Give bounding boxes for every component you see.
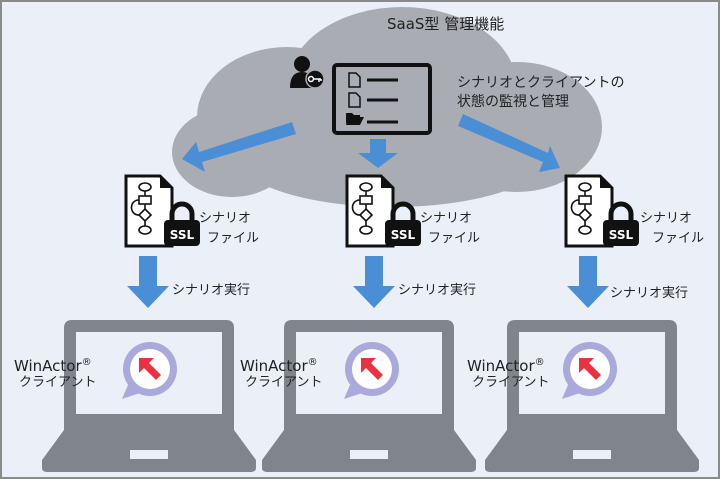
client-role: クライアント — [245, 375, 323, 390]
client-name-text: WinActor — [467, 357, 535, 375]
scenario-exec-label: シナリオ実行 — [398, 283, 477, 298]
scenario-file-label-line1: シナリオ — [199, 211, 252, 226]
cloud-title: SaaS型 管理機能 — [387, 15, 505, 33]
client-name: WinActor® — [240, 354, 318, 375]
monitor-label-line1: シナリオとクライアントの — [457, 75, 625, 91]
scenario-file-label-line2: ファイル — [428, 231, 481, 246]
arrow-to-center-node — [358, 139, 398, 168]
client-role: クライアント — [472, 375, 550, 390]
scenario-file-label-line2: ファイル — [652, 231, 705, 246]
registered-mark: ® — [81, 357, 92, 368]
scenario-file-label-line1: シナリオ — [420, 211, 473, 226]
file-list-icon — [332, 63, 432, 135]
arrow-to-right-node — [458, 114, 560, 172]
arrow-to-left-node — [182, 122, 296, 172]
down-arrow — [567, 256, 609, 308]
down-arrow — [127, 256, 169, 308]
scenario-exec-label: シナリオ実行 — [172, 283, 251, 298]
registered-mark: ® — [534, 357, 545, 368]
scenario-exec-label: シナリオ実行 — [610, 286, 689, 301]
client-name-text: WinActor — [240, 357, 308, 375]
client-name: WinActor® — [467, 354, 545, 375]
user-key-icon — [290, 56, 325, 89]
scenario-file-label-line1: シナリオ — [640, 211, 693, 226]
scenario-file-label-line2: ファイル — [207, 231, 260, 246]
down-arrow — [353, 256, 395, 308]
cloud-shape — [172, 7, 602, 207]
client-name-text: WinActor — [14, 357, 82, 375]
client-name: WinActor® — [14, 354, 92, 375]
monitor-label-line2: 状態の監視と管理 — [457, 94, 569, 110]
registered-mark: ® — [307, 357, 318, 368]
client-role: クライアント — [19, 375, 97, 390]
